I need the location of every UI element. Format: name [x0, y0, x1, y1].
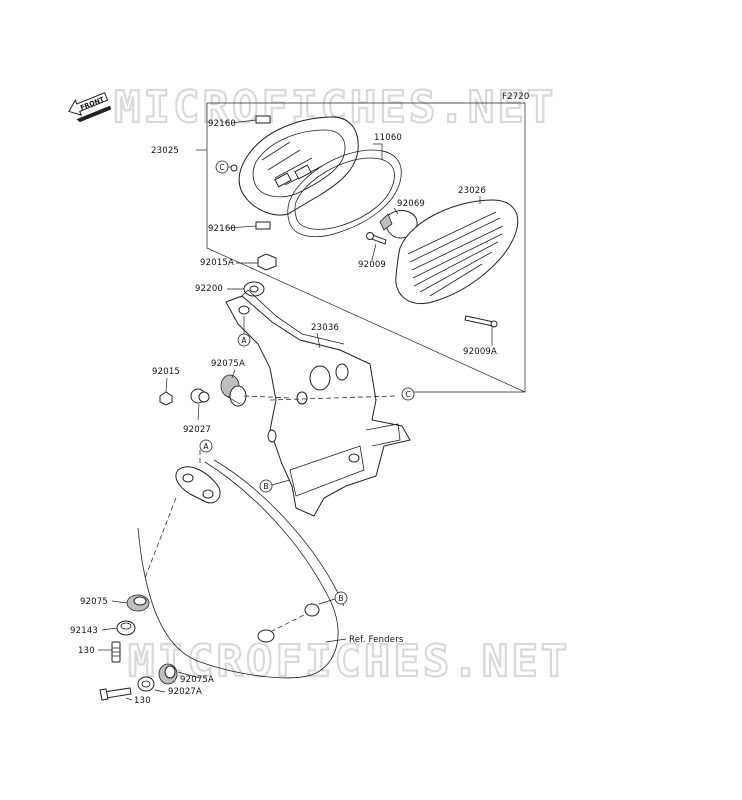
pad-92160-top — [255, 115, 271, 124]
label-92027A: 92027A — [168, 687, 202, 697]
pad-92160-bottom — [255, 221, 271, 230]
label-92075A-lower: 92075A — [180, 675, 214, 685]
label-23025: 23025 — [151, 146, 179, 156]
collar-92027 — [190, 388, 210, 404]
nut-92015A — [257, 253, 277, 271]
mount-plate — [175, 466, 221, 504]
svg-text:B: B — [338, 594, 343, 603]
watermark-bottom: MICROFICHES.NET — [128, 636, 570, 687]
svg-text:B: B — [263, 482, 268, 491]
assembly-box — [207, 102, 526, 393]
label-11060: 11060 — [374, 133, 402, 143]
label-92069: 92069 — [397, 199, 425, 209]
callout-c-bracket: C — [401, 387, 415, 401]
diagram-code: F2720 — [502, 92, 530, 102]
label-92015A: 92015A — [200, 258, 234, 268]
fender — [137, 459, 345, 679]
screw-c-housing — [230, 164, 238, 172]
label-92015: 92015 — [152, 367, 180, 377]
grommet-92075A-upper — [220, 374, 247, 407]
label-92143: 92143 — [70, 626, 98, 636]
screw-92009A — [464, 315, 498, 328]
label-92009: 92009 — [358, 260, 386, 270]
label-23026: 23026 — [458, 186, 486, 196]
label-92160-bottom: 92160 — [208, 224, 236, 234]
svg-text:C: C — [219, 163, 224, 172]
gasket — [287, 149, 402, 238]
label-92160-top: 92160 — [208, 119, 236, 129]
callout-c-top: C — [215, 160, 231, 174]
label-23036: 23036 — [311, 323, 339, 333]
grommet-92075A-lower — [158, 663, 178, 685]
lamp-lens — [395, 199, 519, 304]
label-92075: 92075 — [80, 597, 108, 607]
lamp-bracket — [225, 289, 411, 517]
bolt-130-lower — [99, 687, 132, 701]
washer-92200 — [243, 281, 265, 297]
bolt-130-upper — [111, 641, 121, 663]
grommet-92075 — [126, 594, 150, 612]
svg-text:A: A — [241, 336, 247, 345]
label-92027: 92027 — [183, 425, 211, 435]
callout-b-bracket: B — [259, 479, 291, 493]
nut-92015 — [159, 391, 173, 406]
front-arrow-icon: FRONT — [68, 92, 112, 123]
label-ref-fenders: Ref. Fenders — [349, 635, 404, 645]
svg-text:C: C — [405, 390, 410, 399]
grommet-92143 — [116, 620, 136, 636]
label-92075A-upper: 92075A — [211, 359, 245, 369]
label-130-upper: 130 — [78, 646, 95, 656]
callout-a-plate: A — [199, 439, 213, 453]
label-130-lower: 130 — [134, 696, 151, 706]
callout-b-fender: B — [318, 591, 348, 605]
label-92200: 92200 — [195, 284, 223, 294]
callout-a-bracket: A — [237, 316, 251, 347]
label-92009A: 92009A — [463, 347, 497, 357]
svg-text:A: A — [203, 442, 209, 451]
screw-92009 — [366, 232, 387, 245]
collar-92027A — [137, 676, 155, 692]
tail-lamp-housing — [238, 116, 359, 216]
